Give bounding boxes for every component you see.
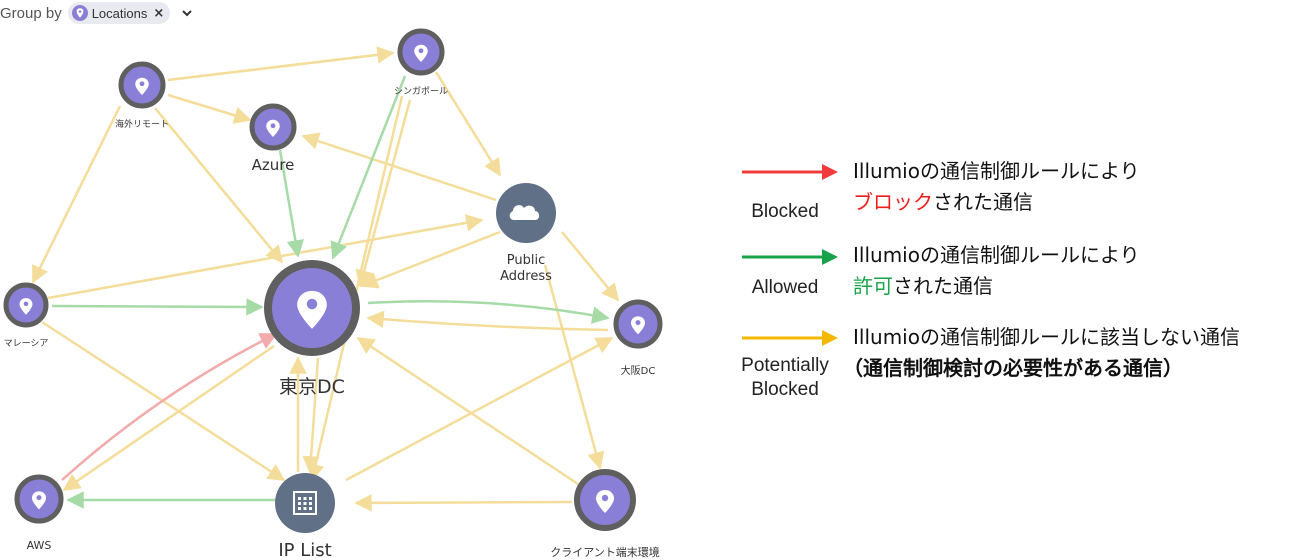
edge-malaysia-tokyo[interactable] — [51, 298, 264, 316]
edge-client-tokyo[interactable] — [356, 336, 579, 486]
locations-chip[interactable]: Locations × — [67, 2, 171, 24]
legend-desc-allowed: Illumioの通信制御ルールにより 許可された通信 — [853, 240, 1140, 302]
edge-tokyo-aws[interactable] — [62, 344, 275, 492]
node-client[interactable]: クライアント端末環境 — [550, 469, 660, 559]
legend-allowed-rest: された通信 — [893, 274, 993, 298]
legend-key-blocked: Blocked — [751, 201, 819, 222]
close-icon[interactable]: × — [153, 5, 165, 21]
edge-osaka-tokyo[interactable] — [366, 310, 609, 332]
edge-tokyo-osaka[interactable] — [367, 300, 610, 324]
location-pin-icon — [71, 5, 88, 21]
edge-malaysia-public[interactable] — [47, 214, 484, 300]
legend-key-allowed: Allowed — [751, 277, 819, 298]
edge-public-tokyo[interactable] — [360, 230, 501, 289]
legend-potential-line1: Illumioの通信制御ルールに該当しない通信 — [853, 325, 1240, 349]
legend-allowed-line2: 許可された通信 — [853, 271, 1140, 302]
node-ip-list[interactable]: IP List — [275, 473, 335, 560]
edge-aws-tokyo[interactable] — [61, 332, 278, 481]
chevron-down-icon[interactable] — [180, 6, 194, 20]
node-kaigai[interactable]: 海外リモート — [115, 61, 169, 130]
arrow-yellow-icon — [742, 330, 838, 346]
node-label-kaigai: 海外リモート — [115, 118, 169, 130]
legend-allowed-highlight: 許可 — [853, 274, 893, 298]
grid-list-icon — [293, 491, 317, 515]
arrow-red-icon — [742, 164, 838, 180]
group-by-label: Group by — [0, 4, 62, 22]
edge-public-client[interactable] — [543, 264, 605, 470]
node-singapore[interactable]: シンガポール — [394, 28, 448, 97]
edge-kaigai-singapore[interactable] — [167, 46, 395, 82]
edge-singapore-tokyo-allowed[interactable] — [330, 75, 407, 260]
node-tokyo-dc[interactable]: 東京DC — [264, 260, 360, 398]
group-by-bar: Group by Locations × — [0, 0, 194, 26]
legend-key-potential-1: Potentially — [741, 355, 829, 376]
legend-blocked-line1: Illumioの通信制御ルールにより — [853, 159, 1140, 183]
arrow-green-icon — [742, 249, 838, 265]
node-label-public-2: Address — [500, 269, 552, 284]
legend-desc-potential: Illumioの通信制御ルールに該当しない通信 （通信制御検討の必要性がある通信… — [843, 322, 1240, 384]
edge-public-osaka[interactable] — [561, 231, 620, 302]
node-label-tokyo: 東京DC — [279, 376, 345, 398]
edge-singapore-tokyo[interactable] — [355, 99, 412, 288]
legend-blocked-rest: された通信 — [933, 190, 1033, 214]
cloud-icon — [509, 205, 540, 220]
legend-allowed-line1: Illumioの通信制御ルールにより — [853, 243, 1140, 267]
node-label-client: クライアント端末環境 — [550, 545, 660, 559]
edge-singapore-iplist[interactable] — [307, 95, 404, 482]
node-label-aws: AWS — [27, 539, 52, 552]
legend-potential-line2: （通信制御検討の必要性がある通信） — [843, 356, 1183, 380]
node-aws[interactable]: AWS — [14, 474, 64, 552]
legend-blocked-highlight: ブロック — [853, 190, 933, 214]
legend-key-potential-2: Blocked — [751, 379, 819, 400]
edge-kaigai-tokyo[interactable] — [154, 107, 284, 264]
node-label-osaka: 大阪DC — [621, 364, 656, 377]
nodes: 海外リモート シンガポール Azure Public Address マレーシア — [3, 28, 663, 560]
edge-iplist-osaka[interactable] — [345, 336, 614, 482]
node-label-iplist: IP List — [278, 540, 331, 560]
legend: Blocked Illumioの通信制御ルールにより ブロックされた通信 All… — [735, 150, 1290, 410]
edge-public-azure[interactable] — [301, 132, 497, 202]
node-public-address[interactable]: Public Address — [496, 183, 556, 284]
node-osaka-dc[interactable]: 大阪DC — [613, 299, 663, 377]
location-graph: 海外リモート シンガポール Azure Public Address マレーシア — [3, 28, 663, 560]
edges — [31, 46, 620, 512]
legend-blocked-line2: ブロックされた通信 — [853, 187, 1140, 218]
edge-singapore-public[interactable] — [434, 71, 502, 177]
node-label-malaysia: マレーシア — [4, 339, 49, 349]
legend-desc-blocked: Illumioの通信制御ルールにより ブロックされた通信 — [853, 156, 1140, 218]
node-malaysia[interactable]: マレーシア — [3, 282, 49, 349]
node-azure[interactable]: Azure — [249, 103, 297, 174]
edge-azure-tokyo[interactable] — [278, 149, 304, 258]
edge-client-iplist[interactable] — [354, 494, 573, 512]
node-label-azure: Azure — [252, 156, 295, 174]
chip-label: Locations — [91, 5, 148, 21]
edge-tokyo-iplist[interactable] — [302, 357, 320, 474]
edge-kaigai-malaysia[interactable] — [31, 105, 122, 284]
node-label-public-1: Public — [507, 253, 545, 268]
node-label-singapore: シンガポール — [394, 86, 448, 97]
edge-kaigai-azure[interactable] — [167, 93, 252, 124]
